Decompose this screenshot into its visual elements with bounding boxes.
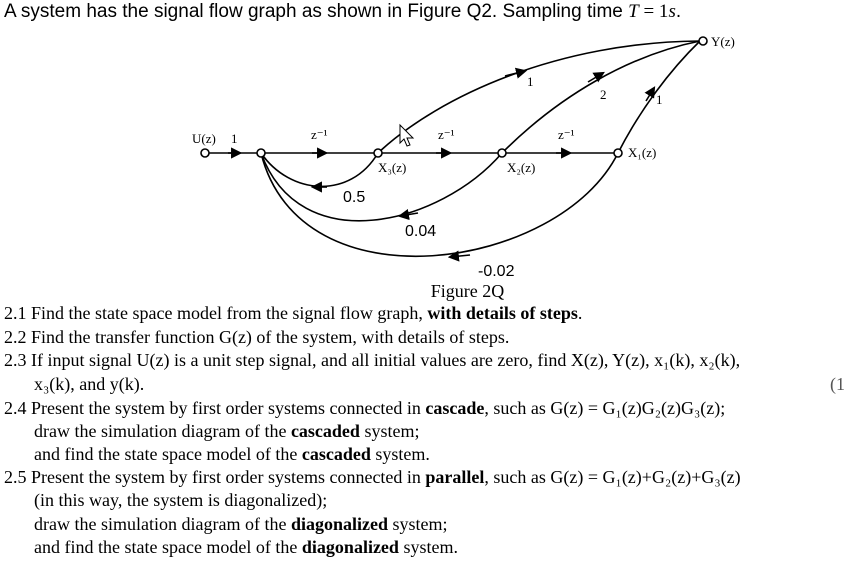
question-2-4-line2: draw the simulation diagram of the casca…	[34, 421, 420, 441]
label-y: Y(z)	[711, 34, 735, 49]
node-e	[256, 148, 266, 158]
header-end: .	[675, 1, 682, 22]
margin-clip-text: (1	[830, 374, 845, 394]
question-2-5-line2: (in this way, the system is diagonalized…	[34, 490, 328, 510]
question-2-5-line4: and find the state space model of the di…	[34, 537, 458, 557]
label-fb1: 0.5	[343, 189, 365, 206]
label-z2: z⁻¹	[438, 127, 455, 142]
label-u: U(z)	[192, 131, 216, 146]
figure-caption: Figure 2Q	[430, 281, 505, 301]
node-x1	[613, 148, 623, 158]
feedback-neg0.02	[260, 152, 619, 258]
arrow-fb2	[397, 209, 419, 221]
label-mid-gain: 2	[600, 87, 607, 102]
node-u	[200, 148, 210, 158]
arrow-top	[504, 67, 528, 79]
question-2-5-line3: draw the simulation diagram of the diago…	[34, 514, 448, 534]
arrow-fb3	[447, 250, 471, 262]
node-x3	[373, 148, 383, 158]
label-x1: X₁(z)	[628, 145, 656, 160]
header-var: T	[628, 1, 639, 22]
node-x2	[497, 148, 507, 158]
question-2-3-cont: x₃(k), and y(k).	[34, 374, 145, 394]
label-top-gain: 1	[527, 74, 534, 89]
feedback-0.5	[260, 152, 379, 188]
question-2-4: 2.4 Present the system by first order sy…	[4, 398, 726, 418]
label-fb3: -0.02	[478, 263, 515, 280]
label-x3: X₃(z)	[378, 160, 406, 175]
question-2-2: 2.2 Find the transfer function G(z) of t…	[4, 327, 510, 347]
node-y	[698, 36, 708, 46]
header-eq: = 1	[638, 1, 669, 22]
label-z1: z⁻¹	[311, 127, 328, 142]
feedback-0.04	[260, 152, 503, 222]
label-out-gain: 1	[656, 92, 663, 107]
header-text: A system has the signal flow graph as sh…	[4, 1, 629, 22]
label-fb2: 0.04	[405, 223, 436, 240]
question-2-3: 2.3 If input signal U(z) is a unit step …	[4, 350, 741, 370]
mouse-cursor-icon	[399, 123, 415, 147]
problem-statement: A system has the signal flow graph as sh…	[4, 1, 681, 23]
question-2-5: 2.5 Present the system by first order sy…	[4, 467, 741, 487]
header-unit: s	[668, 1, 676, 22]
label-u-gain: 1	[231, 131, 238, 146]
arrow-out	[644, 86, 656, 102]
question-2-1: 2.1 Find the state space model from the …	[4, 303, 583, 323]
label-z3: z⁻¹	[558, 127, 575, 142]
question-2-4-line3: and find the state space model of the ca…	[34, 444, 430, 464]
branch-out	[617, 40, 701, 154]
arrow-mid	[587, 71, 605, 83]
label-x2: X₂(z)	[507, 160, 535, 175]
